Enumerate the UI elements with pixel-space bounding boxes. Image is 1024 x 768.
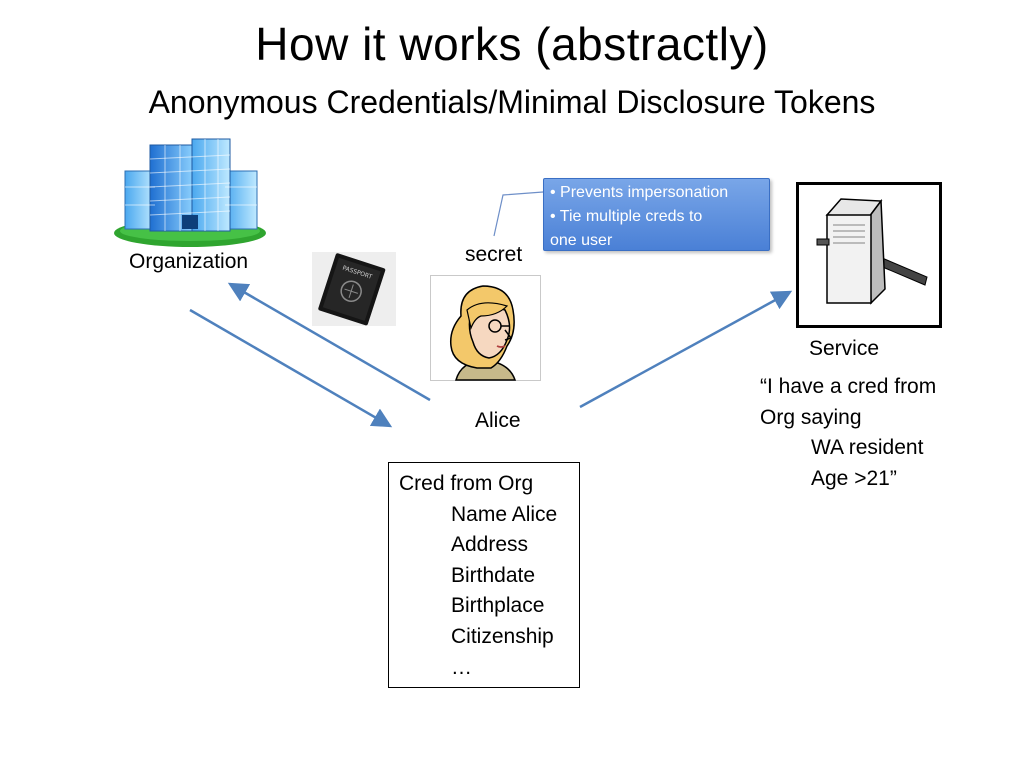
credential-field: Citizenship — [451, 624, 554, 648]
credential-field: Birthdate — [451, 563, 536, 587]
organization-label: Organization — [129, 250, 249, 273]
callout-line: • Tie multiple creds to — [550, 208, 703, 225]
claim-line: “I have a cred from — [760, 375, 937, 398]
callout-connector — [493, 191, 544, 237]
alice-label: Alice — [475, 409, 521, 432]
service-label: Service — [809, 337, 880, 360]
credential-heading: Cred from Org — [399, 472, 534, 495]
claim-line: Org saying — [760, 405, 862, 429]
service-frame — [796, 182, 942, 328]
claim-attribute: Age >21” — [811, 466, 897, 490]
credential-field: … — [451, 655, 472, 679]
credential-field: Birthplace — [451, 594, 545, 618]
server-icon — [816, 198, 928, 305]
arrow-alice-to-organization — [227, 282, 431, 402]
credential-box: Cred from Org Name Alice Address Birthda… — [388, 462, 580, 688]
credential-field: Name Alice — [451, 502, 558, 526]
slide-title: How it works (abstractly) — [255, 18, 769, 70]
arrow-organization-to-alice — [189, 308, 393, 428]
slide-subtitle: Anonymous Credentials/Minimal Disclosure… — [148, 84, 876, 120]
callout-line: one user — [550, 232, 613, 249]
service-claim: “I have a cred from Org saying WA reside… — [760, 372, 936, 494]
office-building-icon — [114, 138, 266, 247]
callout-line: • Prevents impersonation — [550, 184, 729, 201]
callout-box: • Prevents impersonation • Tie multiple … — [543, 178, 770, 251]
arrow-alice-to-service — [579, 290, 793, 409]
alice-avatar-icon — [449, 285, 517, 381]
secret-label: secret — [465, 243, 523, 266]
alice-avatar-frame — [430, 275, 541, 381]
claim-attribute: WA resident — [811, 436, 924, 459]
passport-icon: PASSPORT — [312, 252, 396, 326]
credential-field: Address — [451, 533, 529, 557]
